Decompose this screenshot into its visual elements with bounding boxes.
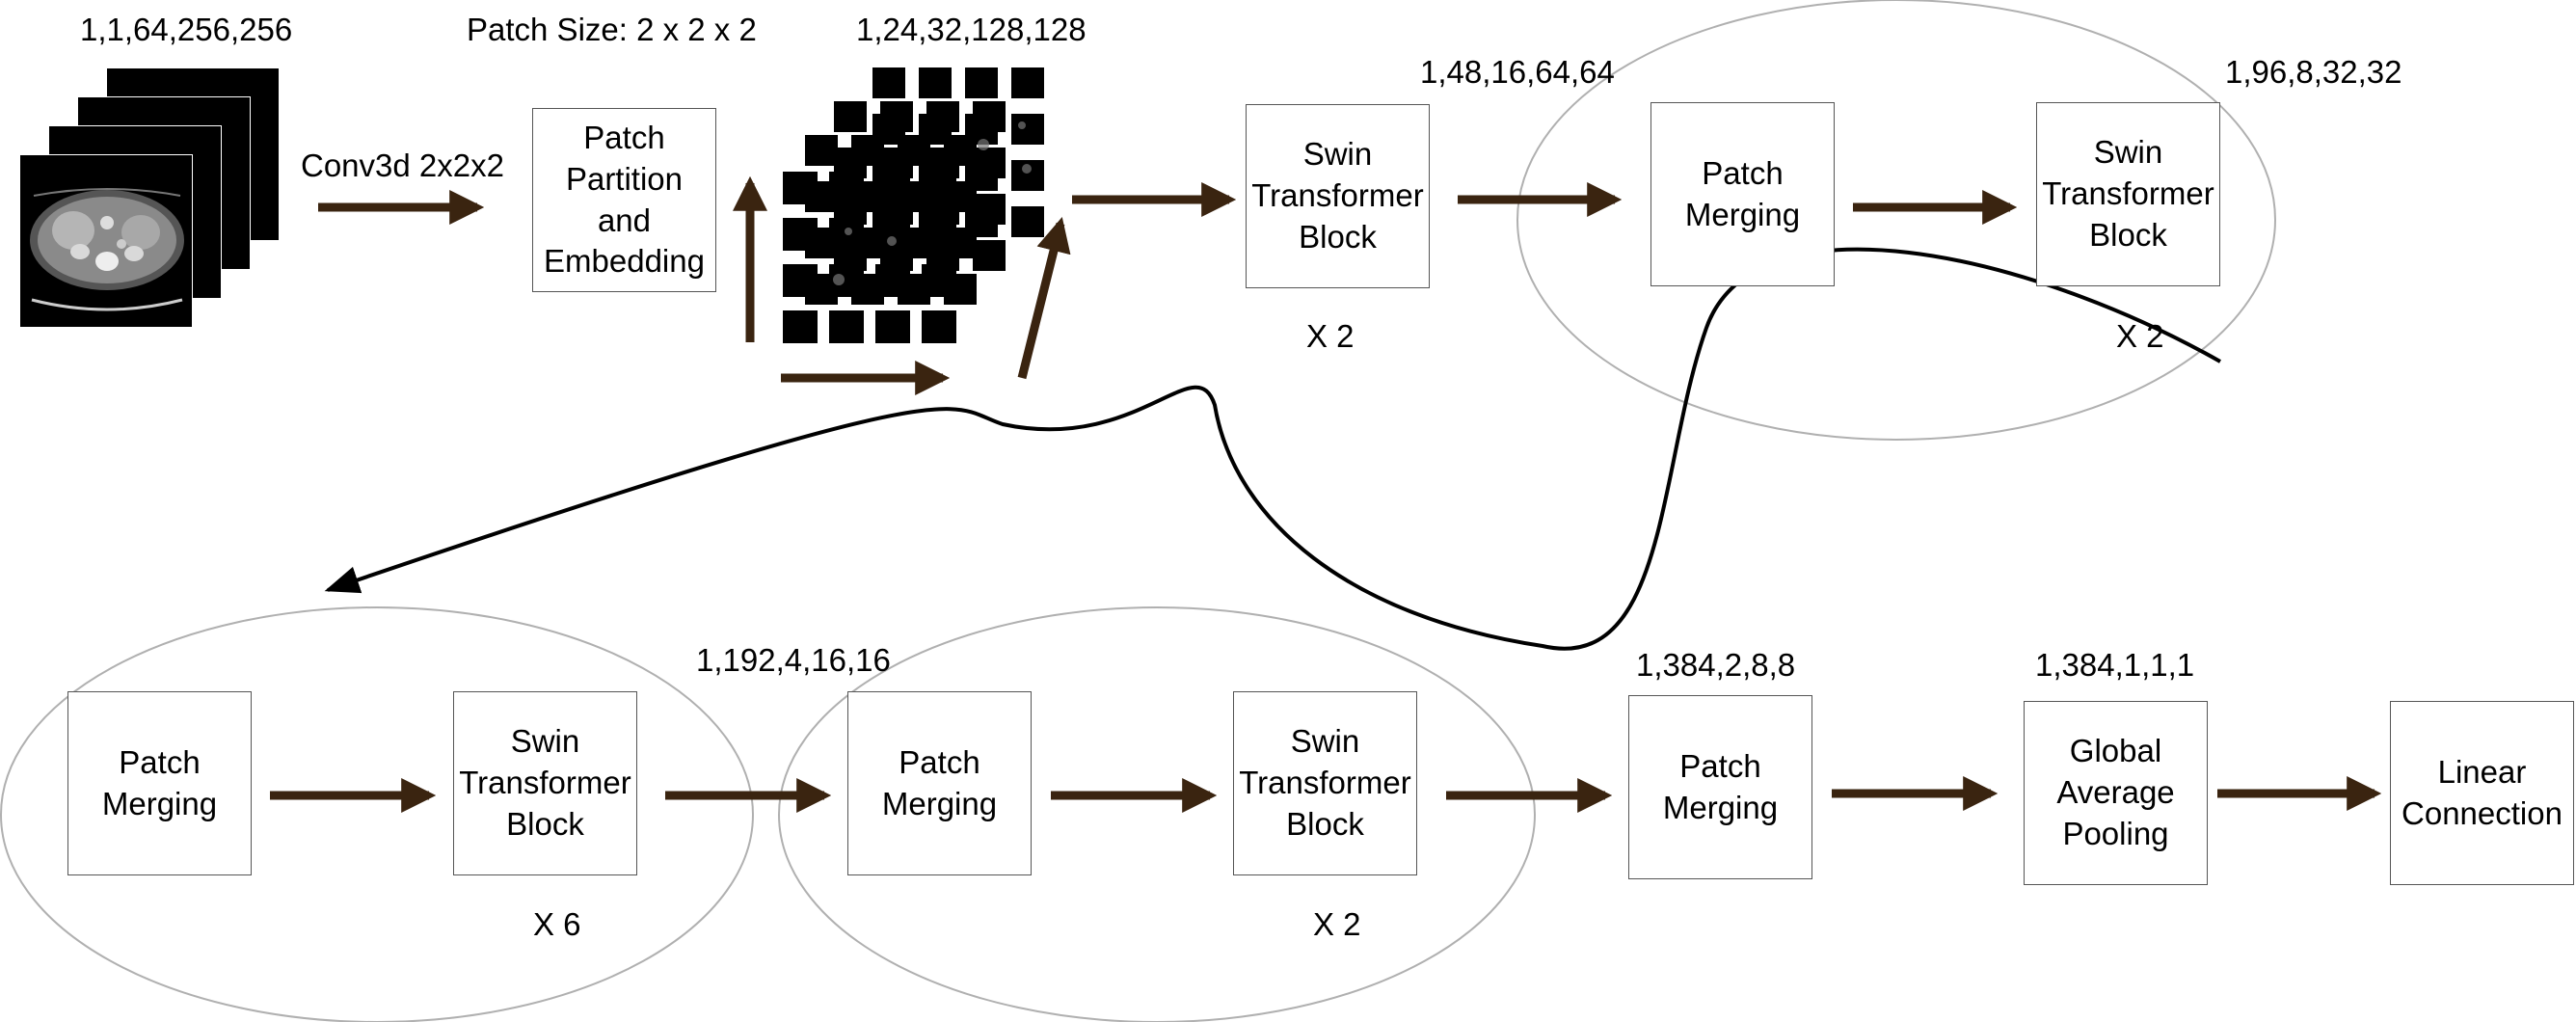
swin4-box: Swin Transformer Block (1233, 691, 1417, 875)
merge1-text: Patch Merging (1684, 154, 1801, 232)
swin1-repeat-label: X 2 (1306, 318, 1355, 354)
arrow-grid-diag (1017, 217, 1071, 380)
linear-box: Linear Connection (2390, 701, 2574, 885)
stage1-shape-label: 1,48,16,64,64 (1420, 54, 1615, 90)
merge2-text: Patch Merging (101, 743, 218, 821)
pool-text: Global Average Pooling (2056, 733, 2175, 851)
ct-abdomen-image (20, 155, 192, 327)
patch-size-label: Patch Size: 2 x 2 x 2 (467, 12, 757, 47)
swin4-repeat-label: X 2 (1313, 906, 1361, 942)
swin2-repeat-label: X 2 (2116, 318, 2164, 354)
patch-partition-box: Patch Partition and Embedding (532, 108, 716, 292)
ct-slice-1 (19, 154, 193, 328)
stage3-shape-label: 1,192,4,16,16 (696, 642, 891, 678)
swin4-text: Swin Transformer Block (1239, 723, 1411, 842)
input-shape-label: 1,1,64,256,256 (80, 12, 293, 47)
stage4-shape-label: 1,384,2,8,8 (1636, 647, 1796, 683)
swin3-text: Swin Transformer Block (459, 723, 631, 842)
merge4-text: Patch Merging (1662, 747, 1779, 825)
conv-label: Conv3d 2x2x2 (301, 148, 504, 183)
row-connector-curve (324, 247, 2221, 651)
merge3-box: Patch Merging (847, 691, 1032, 875)
patch-grid-graphic (783, 67, 1044, 343)
stage3-group-ellipse (0, 606, 754, 1022)
pooled-shape-label: 1,384,1,1,1 (2035, 647, 2195, 683)
stage2-shape-label: 1,96,8,32,32 (2225, 54, 2402, 90)
linear-text: Linear Connection (2402, 753, 2563, 831)
swin2-text: Swin Transformer Block (2042, 134, 2214, 253)
input-ct-volume (19, 67, 289, 333)
swin2-box: Swin Transformer Block (2036, 102, 2220, 286)
swin1-text: Swin Transformer Block (1251, 136, 1424, 255)
pool-box: Global Average Pooling (2024, 701, 2208, 885)
stage4-group-ellipse (778, 606, 1536, 1022)
patch-partition-text: Patch Partition and Embedding (544, 119, 705, 280)
swin1-box: Swin Transformer Block (1246, 104, 1430, 288)
merge3-text: Patch Merging (881, 743, 998, 821)
merge2-box: Patch Merging (67, 691, 252, 875)
merge4-box: Patch Merging (1628, 695, 1812, 879)
embed-shape-label: 1,24,32,128,128 (856, 12, 1087, 47)
merge1-box: Patch Merging (1650, 102, 1835, 286)
stage2-group-ellipse (1516, 0, 2276, 441)
swin3-box: Swin Transformer Block (453, 691, 637, 875)
swin3-repeat-label: X 6 (533, 906, 581, 942)
